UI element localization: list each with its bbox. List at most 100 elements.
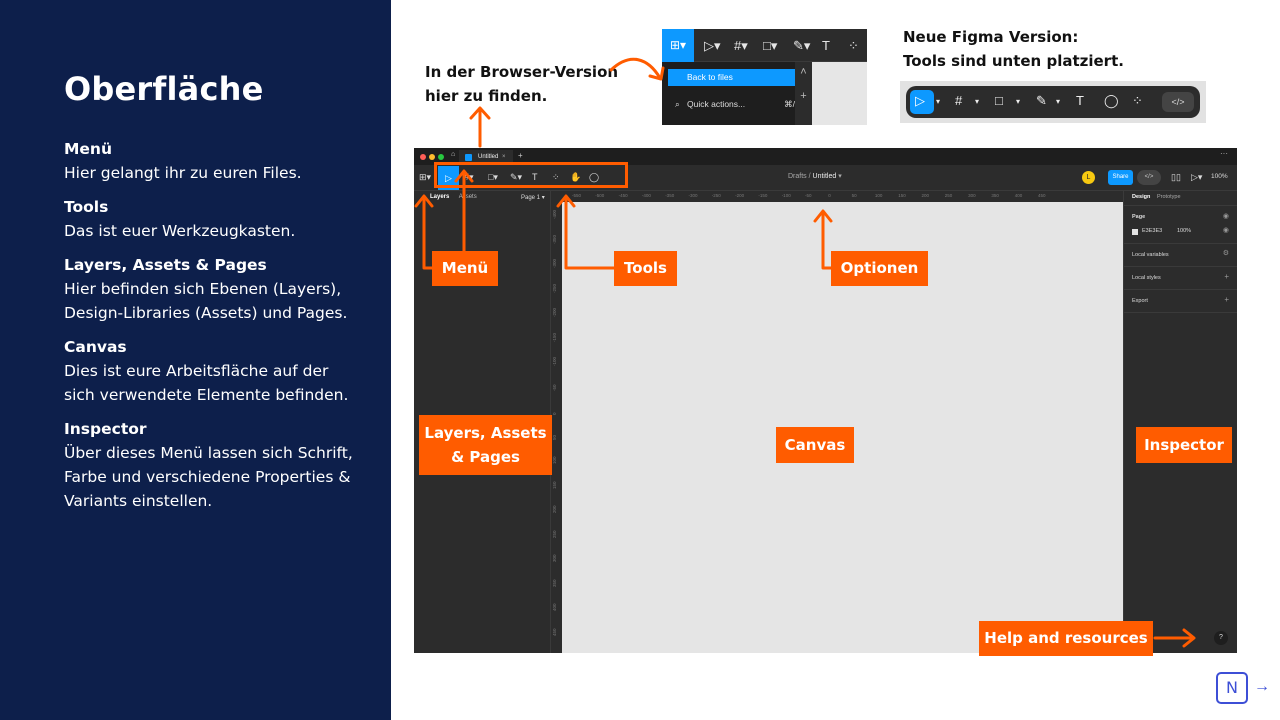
note-line: In der Browser-Version <box>425 63 619 81</box>
label-canvas: Canvas <box>776 427 854 463</box>
divider <box>1124 205 1237 206</box>
breadcrumb-file[interactable]: Untitled <box>812 173 837 180</box>
label-layers-assets-pages: Layers, Assets & Pages <box>419 415 552 475</box>
ruler-tick-label: 300 <box>968 193 976 198</box>
browser-menu-screenshot: ⊞▾ ▷▾ #▾ □▾ ✎▾ T ⁘ Back to files ⌕ Quick… <box>662 29 867 125</box>
home-icon[interactable]: ⌂ <box>451 151 456 158</box>
page-color-swatch[interactable] <box>1132 229 1138 235</box>
browser-version-note: In der Browser-Version hier zu finden. <box>425 60 618 108</box>
frame-tool-icon[interactable]: #▾ <box>734 38 748 53</box>
share-button[interactable]: Share <box>1108 170 1133 185</box>
description-item-menu: Menü Hier gelangt ihr zu euren Files. <box>64 137 354 185</box>
tab-design[interactable]: Design <box>1132 194 1151 200</box>
description-item-tools: Tools Das ist euer Werkzeugkasten. <box>64 195 354 243</box>
logo-button[interactable]: N <box>1216 672 1248 704</box>
description-text: Dies ist eure Arbeitsfläche auf der sich… <box>64 362 349 404</box>
page-opacity-value[interactable]: 100% <box>1177 228 1192 234</box>
ruler-tick-label: -200 <box>735 193 745 198</box>
canvas-preview <box>812 62 867 125</box>
divider <box>1124 243 1237 244</box>
next-arrow-icon[interactable]: → <box>1254 678 1270 695</box>
ruler-tick-label: -300 <box>552 258 557 268</box>
ruler-tick-label: 350 <box>552 578 557 587</box>
ruler-tick-label: -100 <box>781 193 791 198</box>
rectangle-tool-icon[interactable]: □▾ <box>488 172 498 182</box>
tab-assets[interactable]: Assets <box>458 194 477 200</box>
description-heading: Menü <box>64 140 113 158</box>
breadcrumb[interactable]: Drafts / Untitled ▾ <box>788 173 842 180</box>
quick-actions-item[interactable]: ⌕ Quick actions... ⌘/ <box>668 96 795 113</box>
sidebar-panel: Oberfläche Menü Hier gelangt ihr zu eure… <box>0 0 391 720</box>
description-heading: Tools <box>64 198 109 216</box>
cursor-icon: ▷ <box>915 93 925 108</box>
main-menu-icon[interactable]: ⊞▾ <box>419 172 432 182</box>
maximize-window-icon[interactable] <box>438 154 444 160</box>
close-window-icon[interactable] <box>420 154 426 160</box>
resources-icon[interactable]: ⁘ <box>848 38 859 53</box>
avatar[interactable]: L <box>1082 171 1095 184</box>
inspector-panel: Design Prototype Page ◉ E3E3E3 100% ◉ Lo… <box>1123 191 1237 653</box>
comment-tool-icon[interactable]: ◯ <box>589 172 600 182</box>
minimize-window-icon[interactable] <box>429 154 435 160</box>
divider <box>1124 289 1237 290</box>
chevron-down-icon[interactable]: ▾ <box>975 97 980 106</box>
chevron-down-icon[interactable]: ▾ <box>936 97 941 106</box>
new-figma-version-note: Neue Figma Version: Tools sind unten pla… <box>903 25 1124 73</box>
move-tool-button[interactable]: ▷ <box>438 166 459 190</box>
zoom-level[interactable]: 100% <box>1211 173 1228 180</box>
frame-tool-icon[interactable]: # <box>955 93 963 108</box>
rectangle-tool-icon[interactable]: □ <box>995 93 1003 108</box>
pen-tool-icon[interactable]: ✎▾ <box>793 38 811 53</box>
note-line: Neue Figma Version: <box>903 28 1079 46</box>
variables-settings-icon[interactable]: ⚙ <box>1222 250 1229 257</box>
ruler-tick-label: 450 <box>1038 193 1046 198</box>
figma-file-icon <box>465 154 472 161</box>
page-color-value[interactable]: E3E3E3 <box>1142 228 1163 234</box>
chevron-down-icon[interactable]: ▾ <box>1056 97 1061 106</box>
actions-icon[interactable]: ⁘ <box>1132 93 1143 108</box>
page-select[interactable]: Page 1 ▾ <box>521 195 545 201</box>
breadcrumb-parent[interactable]: Drafts <box>788 173 807 180</box>
shape-tool-icon[interactable]: □▾ <box>763 38 778 53</box>
new-toolbar-screenshot: ▷ ▾ # ▾ □ ▾ ✎ ▾ T ◯ ⁘ </> <box>900 81 1206 123</box>
more-icon[interactable]: ··· <box>1220 149 1228 158</box>
comment-tool-icon[interactable]: ◯ <box>1104 93 1119 108</box>
visibility-icon[interactable]: ◉ <box>1222 227 1229 234</box>
add-export-icon[interactable]: + <box>1224 295 1229 304</box>
tab-prototype[interactable]: Prototype <box>1157 194 1181 200</box>
text-tool-icon[interactable]: T <box>1076 93 1084 108</box>
move-tool-button[interactable] <box>910 90 934 114</box>
new-tab-icon[interactable]: + <box>518 151 523 160</box>
back-to-files-item[interactable]: Back to files <box>668 69 795 86</box>
ruler-tick-label: 0 <box>552 412 557 415</box>
local-variables-label[interactable]: Local variables <box>1132 252 1169 258</box>
text-tool-icon[interactable]: T <box>532 172 538 182</box>
ruler-tick-label: 50 <box>851 193 857 198</box>
help-button[interactable]: ? <box>1214 631 1228 645</box>
ruler-tick-label: -50 <box>805 193 812 198</box>
dev-mode-toggle[interactable]: </> <box>1162 92 1194 112</box>
plus-icon[interactable]: + <box>800 90 807 102</box>
close-tab-icon[interactable]: × <box>502 154 506 160</box>
ruler-tick-label: 200 <box>921 193 930 198</box>
file-tab[interactable]: Untitled × <box>459 150 513 165</box>
chevron-down-icon[interactable]: ▾ <box>1016 97 1021 106</box>
ruler-tick-label: -400 <box>552 209 557 219</box>
ruler-tick-label: -100 <box>552 356 557 366</box>
move-tool-icon[interactable]: ▷▾ <box>704 38 721 53</box>
present-icon[interactable]: ▷▾ <box>1191 172 1203 182</box>
pen-tool-icon[interactable]: ✎ <box>1036 93 1047 108</box>
text-tool-icon[interactable]: T <box>822 38 830 53</box>
add-style-icon[interactable]: + <box>1224 272 1229 281</box>
eye-icon[interactable]: ◉ <box>1222 213 1229 220</box>
figma-menu-button[interactable]: ⊞▾ <box>662 29 694 62</box>
label-line: & Pages <box>451 448 520 466</box>
label-tools: Tools <box>614 251 677 286</box>
library-icon[interactable]: ▯▯ <box>1171 172 1181 182</box>
description-heading: Inspector <box>64 420 147 438</box>
hand-tool-icon[interactable]: ✋ <box>570 172 582 182</box>
tab-layers[interactable]: Layers <box>430 194 450 200</box>
dev-mode-toggle[interactable]: </> <box>1137 170 1161 185</box>
pen-tool-icon[interactable]: ✎▾ <box>510 172 523 182</box>
resources-icon[interactable]: ⁘ <box>552 172 560 182</box>
